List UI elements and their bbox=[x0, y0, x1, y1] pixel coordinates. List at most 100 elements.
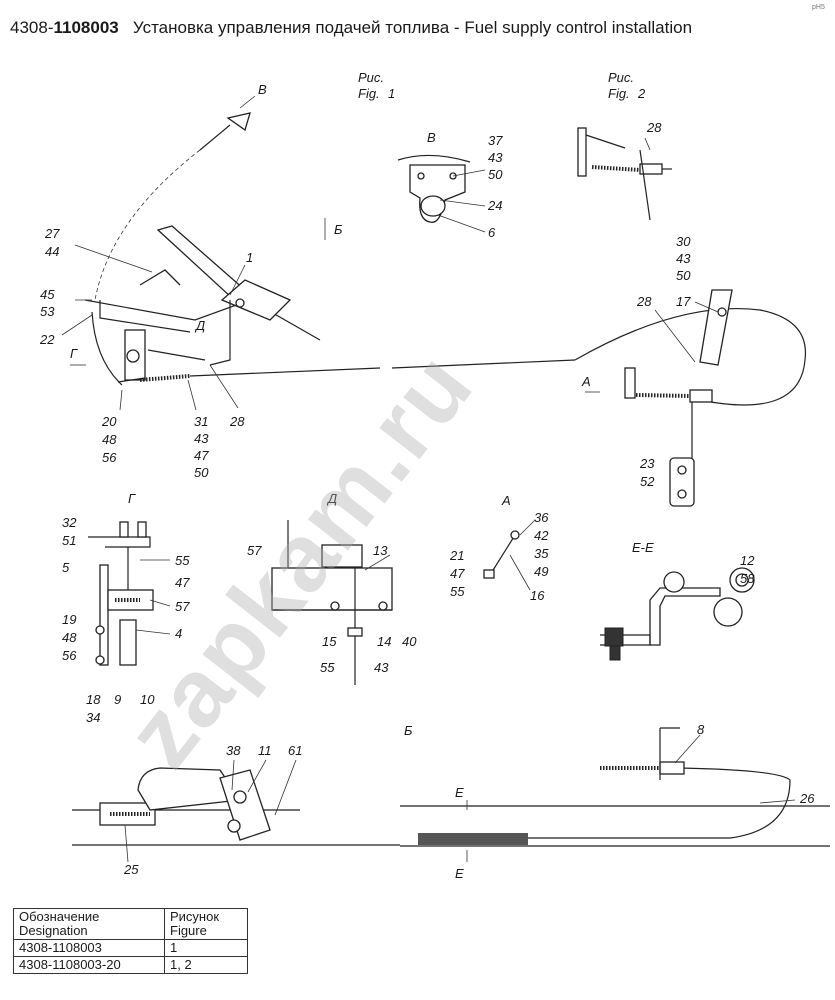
row-1-figure: 1 bbox=[164, 939, 248, 957]
clevis bbox=[483, 569, 495, 579]
callout-17: 17 bbox=[676, 294, 691, 309]
pedal-lever bbox=[209, 300, 231, 366]
leader-1 bbox=[229, 264, 246, 296]
tube-lower bbox=[713, 597, 743, 627]
leader-11 bbox=[247, 759, 267, 793]
leader-22 bbox=[61, 314, 93, 336]
tube-left bbox=[663, 571, 685, 593]
table-header-row: Обозначение Designation Рисунок Figure bbox=[13, 908, 248, 940]
mount-hole bbox=[677, 489, 687, 499]
callout-48-g: 48 bbox=[62, 630, 77, 645]
corrugated-sleeve bbox=[418, 833, 528, 845]
callout-47: 47 bbox=[194, 448, 209, 463]
callout-8: 8 bbox=[697, 722, 705, 737]
view-ee-detail: Е-Е bbox=[600, 540, 755, 661]
callout-43-d: 43 bbox=[374, 660, 389, 675]
callout-47-g: 47 bbox=[175, 575, 190, 590]
hand-cable-dashed bbox=[94, 149, 201, 301]
bracket-edge bbox=[397, 154, 471, 163]
callout-10: 10 bbox=[140, 692, 155, 707]
lever-right bbox=[624, 367, 636, 399]
clip-ring bbox=[420, 195, 446, 217]
callout-53: 53 bbox=[40, 304, 55, 319]
table-row: 4308-1108003 1 bbox=[13, 939, 248, 957]
figure-1-en: Fig. bbox=[358, 86, 380, 101]
cylinder-body bbox=[99, 802, 156, 826]
callout-23: 23 bbox=[639, 456, 655, 471]
callout-28-main: 28 bbox=[229, 414, 245, 429]
row-2-designation: 4308-1108003-20 bbox=[13, 956, 165, 974]
spring bbox=[591, 165, 641, 172]
leader-6 bbox=[437, 214, 486, 233]
callout-16: 16 bbox=[530, 588, 545, 603]
callout-4: 4 bbox=[175, 626, 182, 641]
row-2-figure: 1, 2 bbox=[164, 956, 248, 974]
cable-mount bbox=[659, 727, 680, 780]
section-label-e-top: Е bbox=[455, 785, 464, 800]
stud bbox=[137, 521, 147, 538]
view-label-d: Д bbox=[326, 491, 337, 506]
leader-27 bbox=[74, 244, 153, 273]
leader-28-main bbox=[209, 364, 239, 409]
callout-21: 21 bbox=[449, 548, 464, 563]
figure-2-ru: Рис. bbox=[608, 70, 634, 85]
nut bbox=[378, 601, 388, 611]
tube-right-inner bbox=[735, 573, 749, 587]
callout-13: 13 bbox=[373, 543, 388, 558]
right-bracket-assembly bbox=[624, 289, 733, 507]
figure-1-ru: Рис. bbox=[358, 70, 384, 85]
leader-24 bbox=[439, 199, 486, 207]
section-profile bbox=[649, 587, 721, 646]
callout-49: 49 bbox=[534, 564, 548, 579]
callout-42: 42 bbox=[534, 528, 549, 543]
bolt-head bbox=[604, 627, 624, 647]
leader-8 bbox=[674, 734, 701, 764]
callout-40: 40 bbox=[402, 634, 417, 649]
figure-2-num: 2 bbox=[637, 86, 646, 101]
pedal-link bbox=[147, 349, 206, 361]
callout-11: 11 bbox=[258, 743, 272, 758]
title-code-prefix: 4308- bbox=[10, 18, 54, 37]
callout-28-fig2: 28 bbox=[646, 120, 662, 135]
callout-61: 61 bbox=[288, 743, 302, 758]
callout-55-a: 55 bbox=[450, 584, 465, 599]
figure-1-num: 1 bbox=[388, 86, 395, 101]
pedal-bolt bbox=[233, 790, 247, 804]
callout-30: 30 bbox=[676, 234, 691, 249]
title-text: Установка управления подачей топлива - F… bbox=[132, 18, 693, 37]
floor-section bbox=[600, 634, 651, 646]
leader-57 bbox=[149, 599, 171, 607]
callout-36: 36 bbox=[534, 510, 549, 525]
view-label-a: А bbox=[501, 493, 511, 508]
leader-16 bbox=[509, 554, 531, 591]
callout-56: 56 bbox=[102, 450, 117, 465]
bolt-shank bbox=[609, 645, 621, 661]
row-1-designation: 4308-1108003 bbox=[13, 939, 165, 957]
upper-block bbox=[321, 544, 363, 568]
callout-35: 35 bbox=[534, 546, 549, 561]
designation-table: Обозначение Designation Рисунок Figure 4… bbox=[13, 908, 248, 974]
control-rod bbox=[189, 367, 381, 377]
top-bracket bbox=[88, 536, 151, 548]
leader-17 bbox=[694, 301, 719, 313]
rod bbox=[639, 149, 651, 221]
pedal-plate bbox=[156, 225, 247, 299]
callout-9: 9 bbox=[114, 692, 121, 707]
view-v-arrow bbox=[239, 95, 256, 109]
link-rod bbox=[489, 534, 516, 576]
view-label-b: Б bbox=[404, 723, 413, 738]
callout-43-right: 43 bbox=[676, 251, 691, 266]
leader-61 bbox=[274, 759, 297, 816]
pivot bbox=[235, 298, 245, 308]
callout-1: 1 bbox=[246, 250, 253, 265]
view-label-b-main: Б bbox=[334, 222, 343, 237]
pedal-hinge bbox=[220, 279, 292, 321]
pedal-bolt bbox=[227, 819, 241, 833]
leader-31 bbox=[187, 379, 197, 411]
bolt-hole bbox=[417, 172, 425, 180]
cable-fitting-right bbox=[689, 389, 713, 403]
clip bbox=[347, 627, 363, 637]
leader-25 bbox=[124, 824, 129, 863]
view-g-detail: Г bbox=[88, 491, 171, 666]
